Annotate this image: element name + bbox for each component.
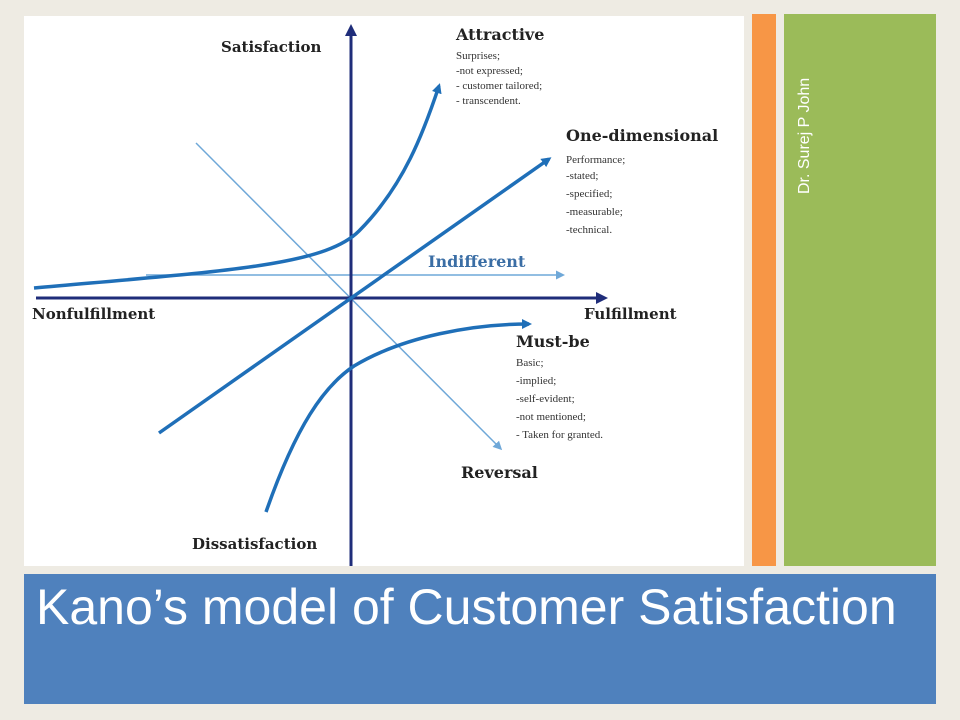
- y-axis-top-label: Satisfaction: [221, 38, 322, 56]
- title-bar: Kano’s model of Customer Satisfaction: [24, 574, 936, 704]
- must-be-note-4: -not mentioned;: [516, 411, 586, 423]
- reversal-label: Reversal: [461, 463, 538, 482]
- one-dimensional-note-2: -stated;: [566, 170, 598, 182]
- indifferent-label: Indifferent: [428, 252, 526, 271]
- attractive-note-2: -not expressed;: [456, 65, 523, 77]
- y-axis-bottom-label: Dissatisfaction: [192, 535, 317, 553]
- kano-diagram: Satisfaction Dissatisfaction Nonfulfillm…: [24, 16, 744, 566]
- must-be-label: Must-be: [516, 332, 590, 351]
- one-dimensional-label: One-dimensional: [566, 126, 718, 145]
- orange-accent-stripe: [752, 14, 776, 566]
- x-axis-left-label: Nonfulfillment: [32, 305, 155, 323]
- one-dimensional-note-3: -specified;: [566, 188, 612, 200]
- one-dimensional-note-4: -measurable;: [566, 206, 623, 218]
- attractive-note-3: - customer tailored;: [456, 80, 542, 92]
- attractive-note-4: - transcendent.: [456, 95, 521, 107]
- page-title: Kano’s model of Customer Satisfaction: [36, 579, 897, 635]
- reversal-line: [195, 142, 503, 451]
- must-be-note-3: -self-evident;: [516, 393, 575, 405]
- must-be-note-2: -implied;: [516, 375, 556, 387]
- must-be-note-5: - Taken for granted.: [516, 429, 603, 441]
- attractive-label: Attractive: [455, 25, 544, 44]
- author-credit: Dr. Surej P John: [796, 77, 813, 194]
- one-dimensional-line: [157, 157, 552, 435]
- x-axis-right-label: Fulfillment: [584, 305, 677, 323]
- one-dimensional-note-5: -technical.: [566, 224, 612, 236]
- green-side-panel: [784, 14, 936, 566]
- attractive-curve: [33, 83, 442, 290]
- attractive-note-1: Surprises;: [456, 50, 500, 62]
- must-be-note-1: Basic;: [516, 357, 544, 369]
- one-dimensional-note-1: Performance;: [566, 154, 625, 166]
- must-be-curve: [264, 319, 532, 513]
